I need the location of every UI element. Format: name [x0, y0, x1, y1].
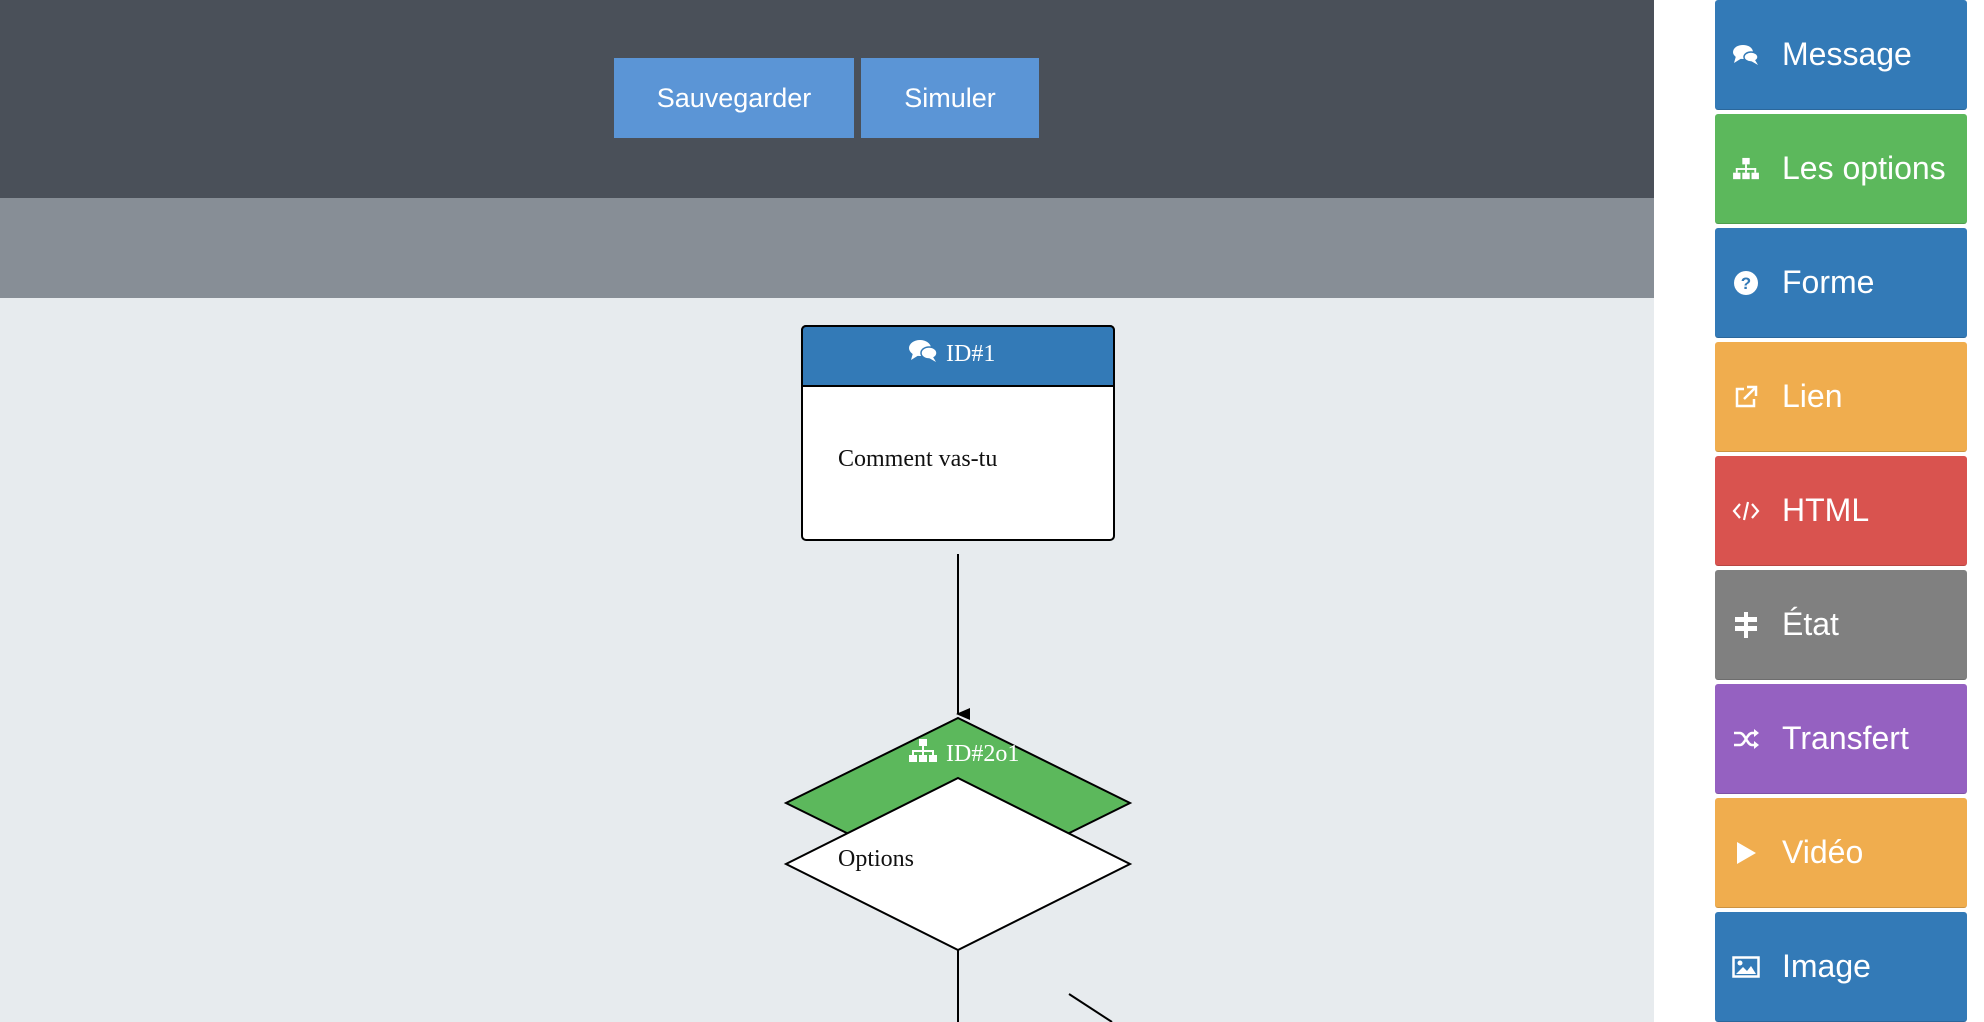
- sitemap-icon: [1732, 155, 1760, 183]
- flow-canvas[interactable]: ID#1 Comment vas-tu ID#2o1 Options: [0, 298, 1654, 1022]
- secondary-bar: [0, 198, 1654, 298]
- message-node-id: ID#1: [946, 341, 996, 367]
- palette-item-video[interactable]: Vidéo: [1715, 798, 1967, 908]
- image-icon: [1732, 953, 1760, 981]
- palette-item-label: Forme: [1782, 264, 1875, 300]
- message-node[interactable]: [801, 325, 1115, 541]
- palette-item-label: HTML: [1782, 492, 1870, 528]
- message-node-header: [801, 325, 1115, 387]
- sitemap-icon: [908, 738, 938, 771]
- options-node-id: ID#2o1: [946, 741, 1020, 767]
- message-node-text: Comment vas-tu: [838, 446, 998, 472]
- top-toolbar: Sauvegarder Simuler: [0, 0, 1654, 198]
- save-button[interactable]: Sauvegarder: [614, 58, 854, 138]
- palette-item-label: Vidéo: [1782, 834, 1864, 870]
- message-node-title: ID#1: [908, 338, 995, 371]
- palette-item-options[interactable]: Les options: [1715, 114, 1967, 224]
- comments-icon: [1732, 41, 1760, 69]
- external-link-icon: [1732, 383, 1760, 411]
- comments-icon: [908, 338, 938, 371]
- flow-diagram: [783, 325, 1133, 1022]
- options-node[interactable]: [783, 716, 1133, 952]
- palette-item-label: Transfert: [1782, 720, 1909, 756]
- play-icon: [1732, 839, 1760, 867]
- palette-item-image[interactable]: Image: [1715, 912, 1967, 1022]
- palette-item-label: État: [1782, 606, 1839, 642]
- shuffle-icon: [1732, 725, 1760, 753]
- connector-line: [1068, 993, 1113, 1022]
- palette-item-html[interactable]: HTML: [1715, 456, 1967, 566]
- svg-text:?: ?: [1741, 274, 1751, 293]
- palette-item-label: Les options: [1782, 150, 1946, 186]
- code-icon: [1732, 497, 1760, 525]
- palette-item-label: Message: [1782, 36, 1912, 72]
- palette-item-form[interactable]: ? Forme: [1715, 228, 1967, 338]
- palette-item-state[interactable]: État: [1715, 570, 1967, 680]
- palette-item-link[interactable]: Lien: [1715, 342, 1967, 452]
- palette-item-label: Image: [1782, 948, 1871, 984]
- options-node-text: Options: [838, 846, 915, 872]
- signpost-icon: [1732, 611, 1760, 639]
- simulate-button[interactable]: Simuler: [861, 58, 1039, 138]
- palette-item-message[interactable]: Message: [1715, 0, 1967, 110]
- palette-item-label: Lien: [1782, 378, 1843, 414]
- options-node-title: ID#2o1: [908, 738, 1019, 771]
- palette-item-transfer[interactable]: Transfert: [1715, 684, 1967, 794]
- question-circle-icon: ?: [1732, 269, 1760, 297]
